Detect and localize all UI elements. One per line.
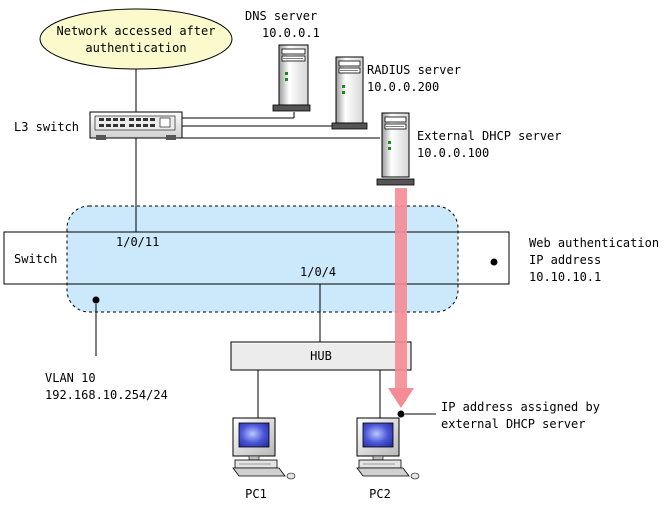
vlan10-label: VLAN 10 [45,371,96,385]
radius-server-ip: 10.0.0.200 [367,80,439,94]
web-auth-ip: 10.10.10.1 [529,270,601,284]
pc1 [232,417,296,480]
l3-switch-label: L3 switch [14,120,79,134]
vlan10-subnet: 192.168.10.254/24 [45,388,168,402]
dns-server [272,44,311,112]
assigned-ip-label-line2: external DHCP server [441,417,586,431]
dns-server-title: DNS server [245,9,317,23]
network-after-auth-cloud: Network accessed after authentication [39,8,233,70]
web-auth-label-line1: Web authentication [529,236,659,250]
pc2 [356,417,420,480]
dhcp-server-title: External DHCP server [417,129,562,143]
assigned-ip-label-line1: IP address assigned by [441,400,600,414]
hub: HUB [230,341,412,371]
dhcp-server [376,112,415,186]
web-auth-ip-dot [490,258,498,266]
pc2-label: PC2 [369,487,391,501]
port-1-0-4-label: 1/0/4 [300,265,336,279]
port-1-0-11-label: 1/0/11 [116,235,159,249]
dhcp-assignment-arrow [388,188,436,418]
hub-label: HUB [310,349,332,363]
pc2-ip-dot [397,410,405,418]
l3-switch [89,111,183,140]
switch-label: Switch [14,252,57,266]
dns-server-ip: 10.0.0.1 [262,26,320,40]
network-cloud-label-line2: authentication [85,41,186,55]
vlan10-interface-dot [92,296,100,304]
dhcp-server-ip: 10.0.0.100 [417,146,489,160]
network-cloud-label-line1: Network accessed after [57,24,216,38]
radius-server-title: RADIUS server [367,63,461,77]
pc1-label: PC1 [245,487,267,501]
radius-server [331,56,368,130]
web-auth-label-line2: IP address [529,253,601,267]
